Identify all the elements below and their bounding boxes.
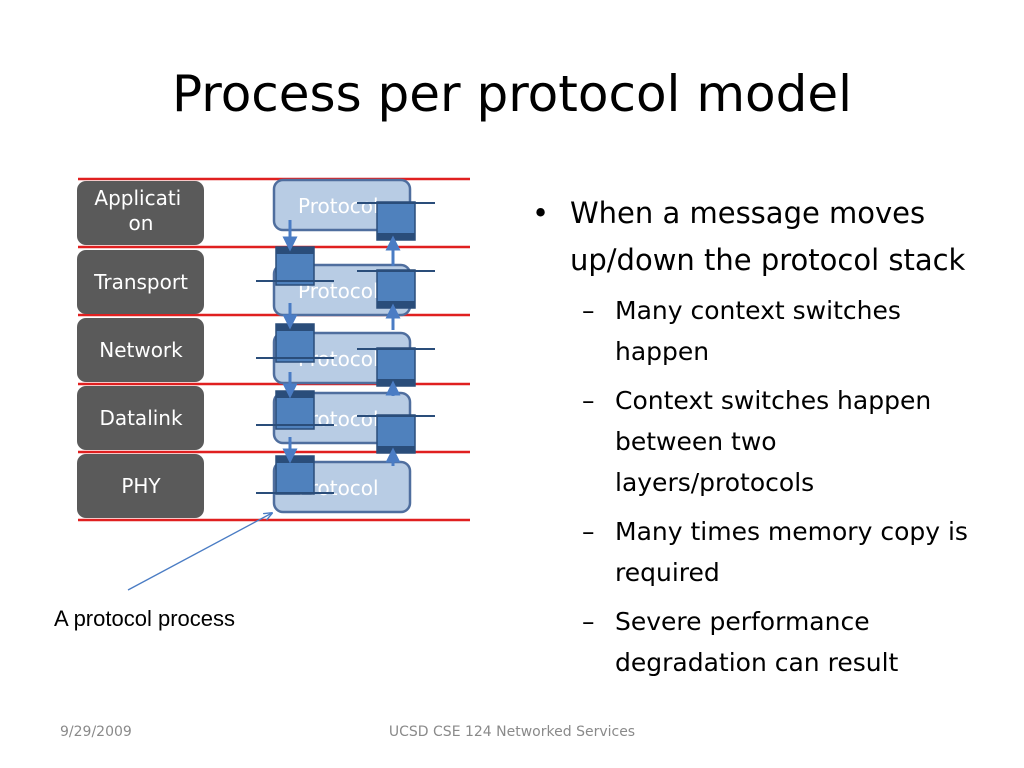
protocol-label: Protocol [298,194,379,218]
layer-label-network: Network [99,338,183,362]
footer-date: 9/29/2009 [60,724,132,740]
sub-bullet-list: –Many context switches happen –Context s… [532,290,972,683]
dash-icon: – [582,607,595,636]
layer-label-datalink: Datalink [99,406,183,430]
layer-label-phy: PHY [121,474,161,498]
up-queues [357,201,435,454]
footer-course: UCSD CSE 124 Networked Services [388,724,636,740]
layer-boxes: Applicati on Transport Network Datalink … [77,181,204,518]
layer-box-phy [77,454,204,518]
sub-bullet: –Many context switches happen [582,290,972,372]
layer-label-transport: Transport [93,270,188,294]
bullet-list: When a message moves up/down the protoco… [532,190,972,691]
layer-label-application: Applicati [94,186,181,210]
dash-icon: – [582,386,595,415]
svg-text:Applicati on: Applicati on [94,186,187,235]
dash-icon: – [582,517,595,546]
layer-box-transport [77,250,204,314]
sub-bullet: –Severe performance degradation can resu… [582,601,972,683]
layer-box-application [77,181,204,245]
queue-icon [357,201,435,241]
pointer-arrow-icon [127,513,272,591]
sub-bullet: –Many times memory copy is required [582,511,972,593]
main-bullet: When a message moves up/down the protoco… [532,190,972,284]
sub-bullet: –Context switches happen between two lay… [582,380,972,503]
layer-box-network [77,318,204,382]
slide-title: Process per protocol model [171,65,853,123]
dash-icon: – [582,296,595,325]
diagram-caption: A protocol process [54,606,235,631]
layer-box-datalink [77,386,204,450]
queue-icon [256,323,334,363]
